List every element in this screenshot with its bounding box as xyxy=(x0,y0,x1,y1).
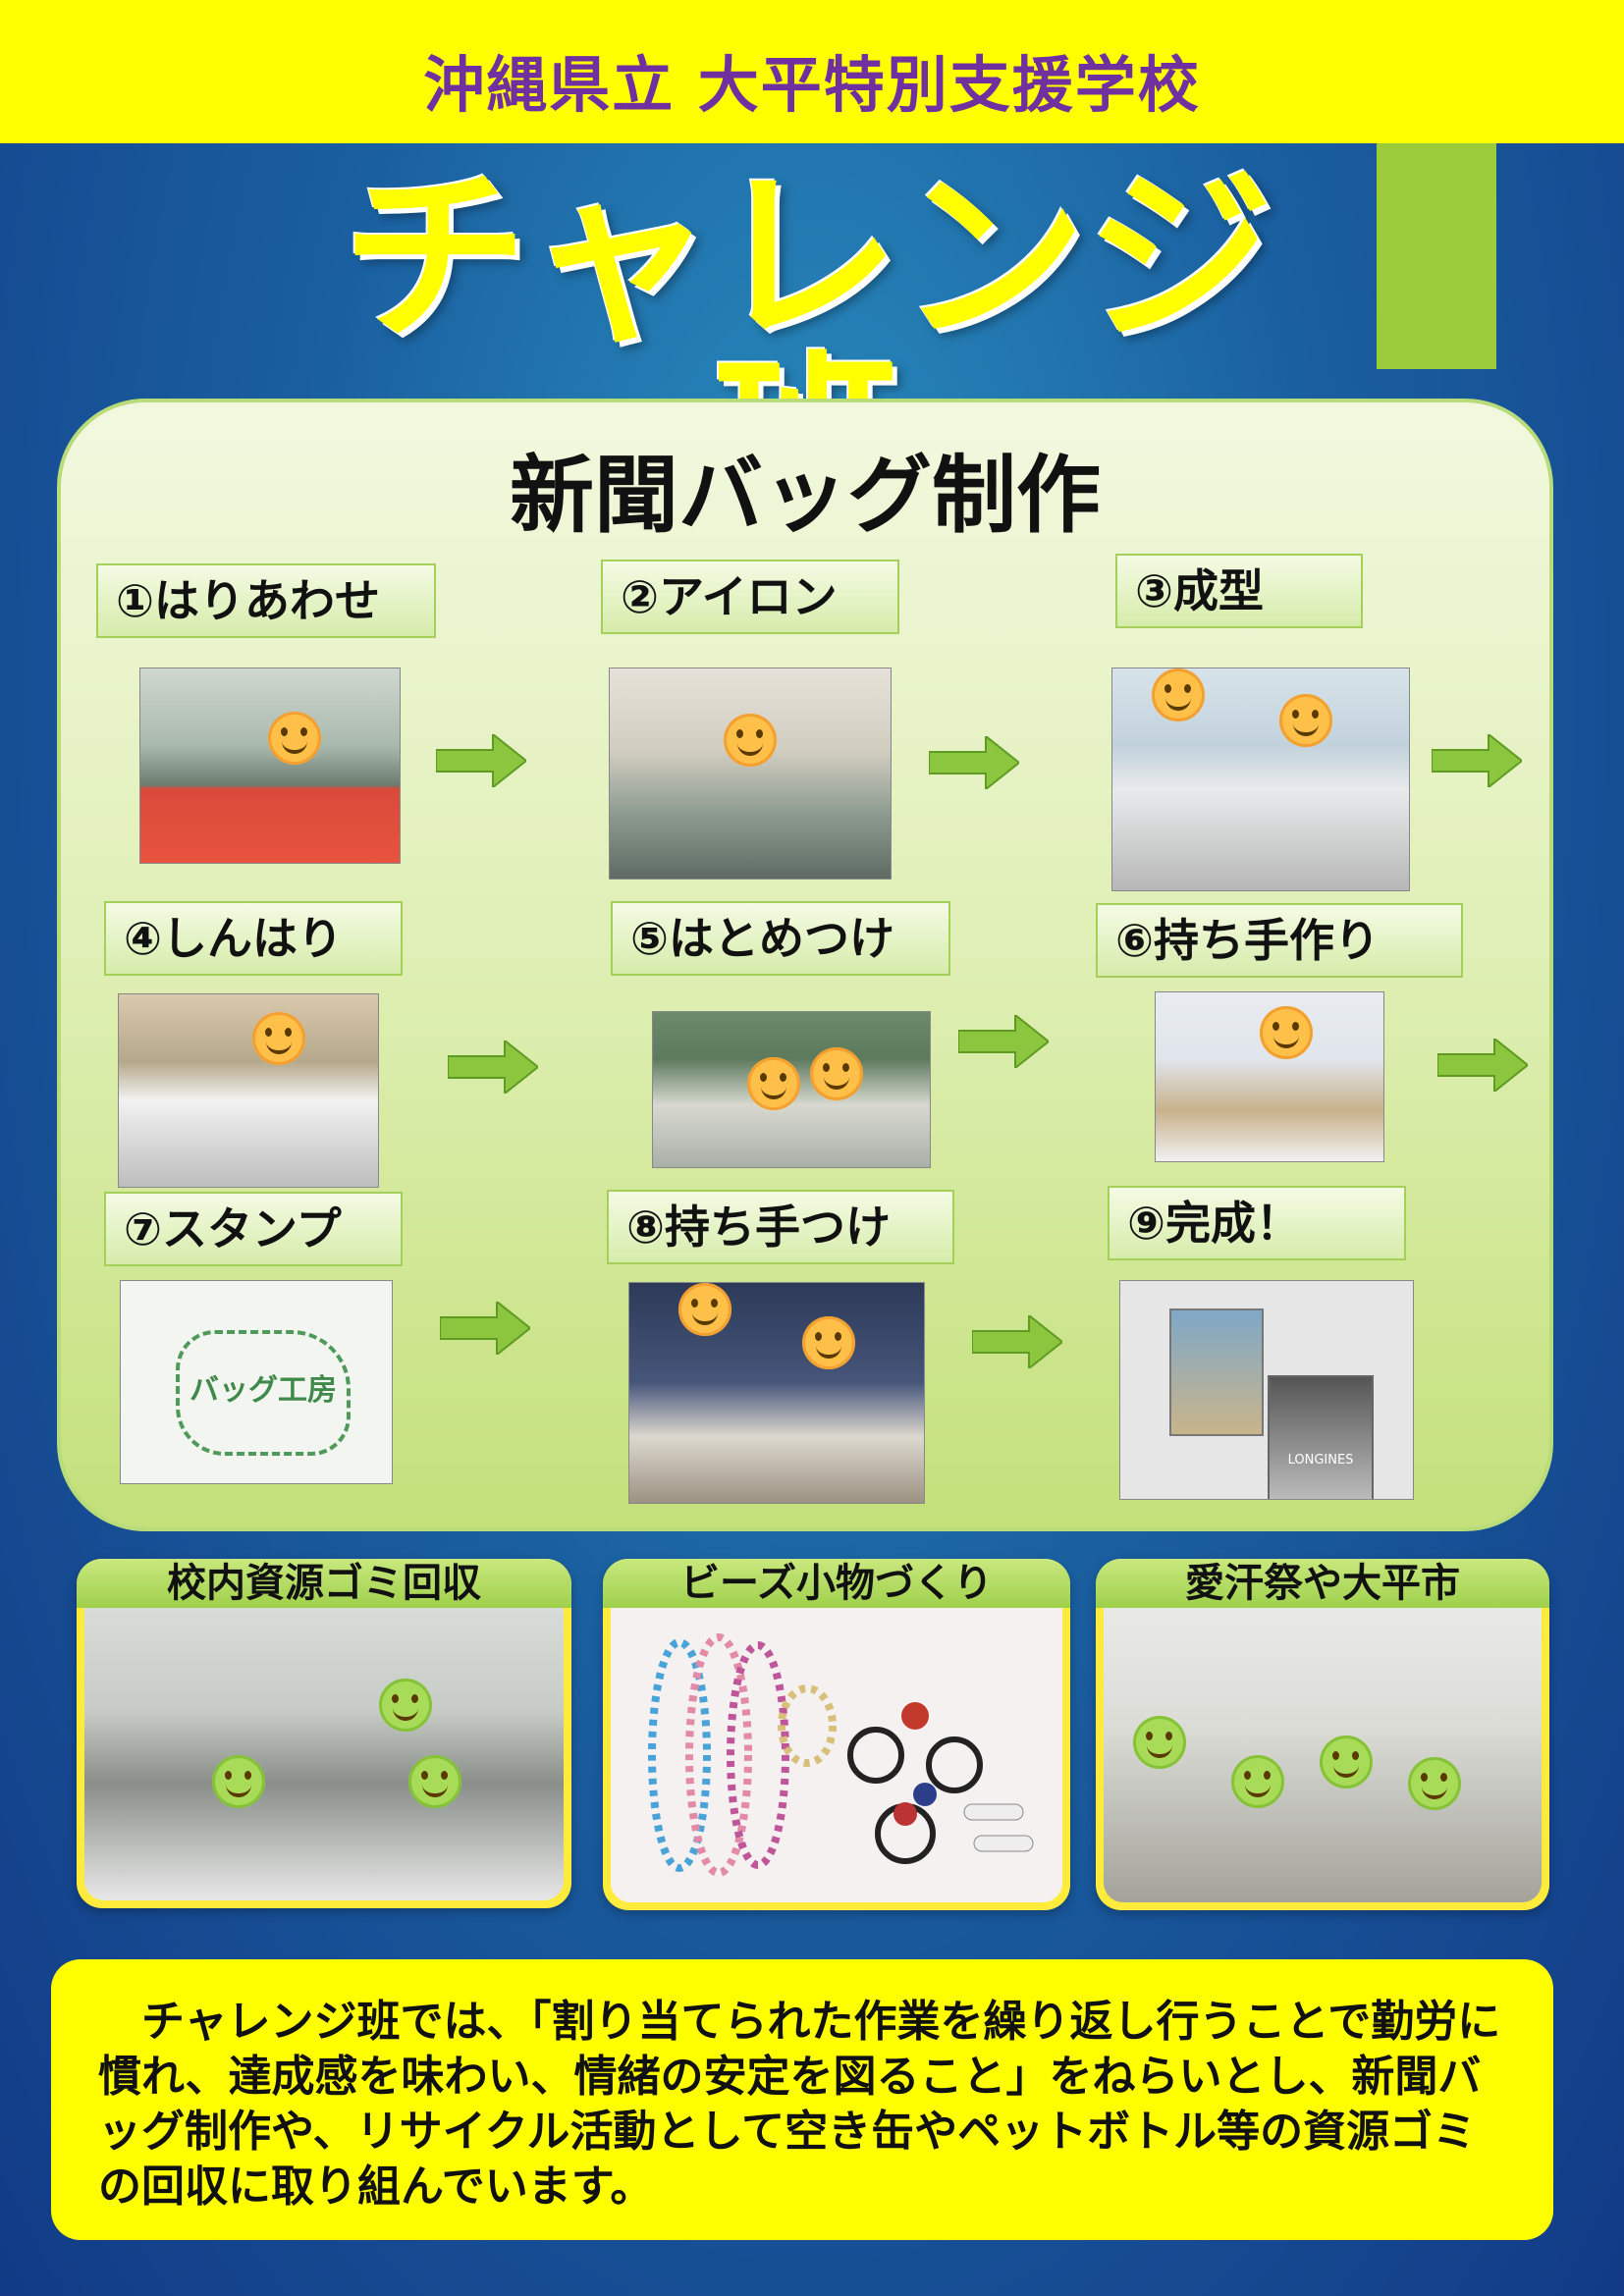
face-sticker xyxy=(1133,1716,1186,1769)
step-label-7: ⑦スタンプ xyxy=(104,1192,403,1266)
arrow-right-icon xyxy=(1437,1039,1528,1092)
step-label-9: ⑨完成！ xyxy=(1108,1186,1406,1260)
arrow-right-icon xyxy=(448,1041,538,1094)
activity-photo xyxy=(611,1608,1062,1902)
decorative-green-block xyxy=(1377,143,1496,369)
description-text: チャレンジ班では、「割り当てられた作業を繰り返し行うことで勤労に慣れ、達成感を味… xyxy=(98,1997,1501,2212)
face-sticker xyxy=(724,714,777,767)
face-sticker xyxy=(1231,1755,1284,1808)
face-sticker xyxy=(1320,1735,1373,1789)
activity-card-recycling: 校内資源ゴミ回収 xyxy=(77,1559,571,1908)
activity-label: ビーズ小物づくり xyxy=(603,1559,1070,1608)
finished-bag: LONGINES xyxy=(1268,1375,1374,1499)
school-name: 沖縄県立 大平特別支援学校 xyxy=(423,49,1201,121)
photo-step-3 xyxy=(1111,667,1410,891)
activity-photo xyxy=(1104,1608,1542,1902)
page-title: チャレンジ班 xyxy=(341,149,1273,538)
photo-step-4 xyxy=(118,993,379,1188)
arrow-right-icon xyxy=(929,736,1019,789)
activity-card-festival: 愛汗祭や大平市 xyxy=(1096,1559,1549,1910)
activity-label: 愛汗祭や大平市 xyxy=(1096,1559,1549,1608)
arrow-right-icon xyxy=(436,734,526,787)
face-sticker xyxy=(252,1012,305,1065)
arrow-right-icon xyxy=(958,1015,1049,1068)
step-label-2: ②アイロン xyxy=(601,560,899,634)
step-label-1: ①はりあわせ xyxy=(96,563,436,638)
activity-photo xyxy=(84,1608,564,1900)
face-sticker xyxy=(747,1057,800,1110)
photo-step-7: バッグ工房 xyxy=(120,1280,393,1484)
photo-step-1 xyxy=(139,667,401,864)
step-label-6: ⑥持ち手作り xyxy=(1096,903,1463,978)
arrow-right-icon xyxy=(1432,734,1522,787)
face-sticker xyxy=(802,1316,855,1369)
face-sticker xyxy=(678,1283,731,1336)
photo-step-8 xyxy=(628,1282,925,1504)
arrow-right-icon xyxy=(972,1315,1062,1368)
header-bar xyxy=(0,0,1624,143)
photo-step-5 xyxy=(652,1011,931,1168)
step-label-8: ⑧持ち手つけ xyxy=(607,1190,954,1264)
photo-step-6 xyxy=(1155,991,1384,1162)
face-sticker xyxy=(408,1755,461,1808)
photo-step-2 xyxy=(609,667,892,880)
arrow-right-icon xyxy=(440,1302,530,1355)
step-label-4: ④しんはり xyxy=(104,901,403,976)
activity-card-beads: ビーズ小物づくり xyxy=(603,1559,1070,1910)
beads-illustration xyxy=(648,1633,1034,1877)
face-sticker xyxy=(268,712,321,765)
face-sticker xyxy=(1260,1006,1313,1059)
face-sticker xyxy=(212,1755,265,1808)
face-sticker xyxy=(1152,668,1205,721)
step-label-5: ⑤はとめつけ xyxy=(611,901,950,976)
step-label-3: ③成型 xyxy=(1115,554,1363,628)
stamp-mark: バッグ工房 xyxy=(176,1330,351,1456)
face-sticker xyxy=(1279,694,1332,747)
face-sticker xyxy=(1408,1757,1461,1810)
finished-bag xyxy=(1169,1308,1264,1436)
activity-label: 校内資源ゴミ回収 xyxy=(77,1559,571,1608)
face-sticker xyxy=(810,1047,863,1100)
section-title: 新聞バッグ制作 xyxy=(510,447,1101,545)
photo-step-9: LONGINES xyxy=(1119,1280,1414,1500)
description-box: チャレンジ班では、「割り当てられた作業を繰り返し行うことで勤労に慣れ、達成感を味… xyxy=(51,1959,1553,2240)
face-sticker xyxy=(379,1679,432,1732)
